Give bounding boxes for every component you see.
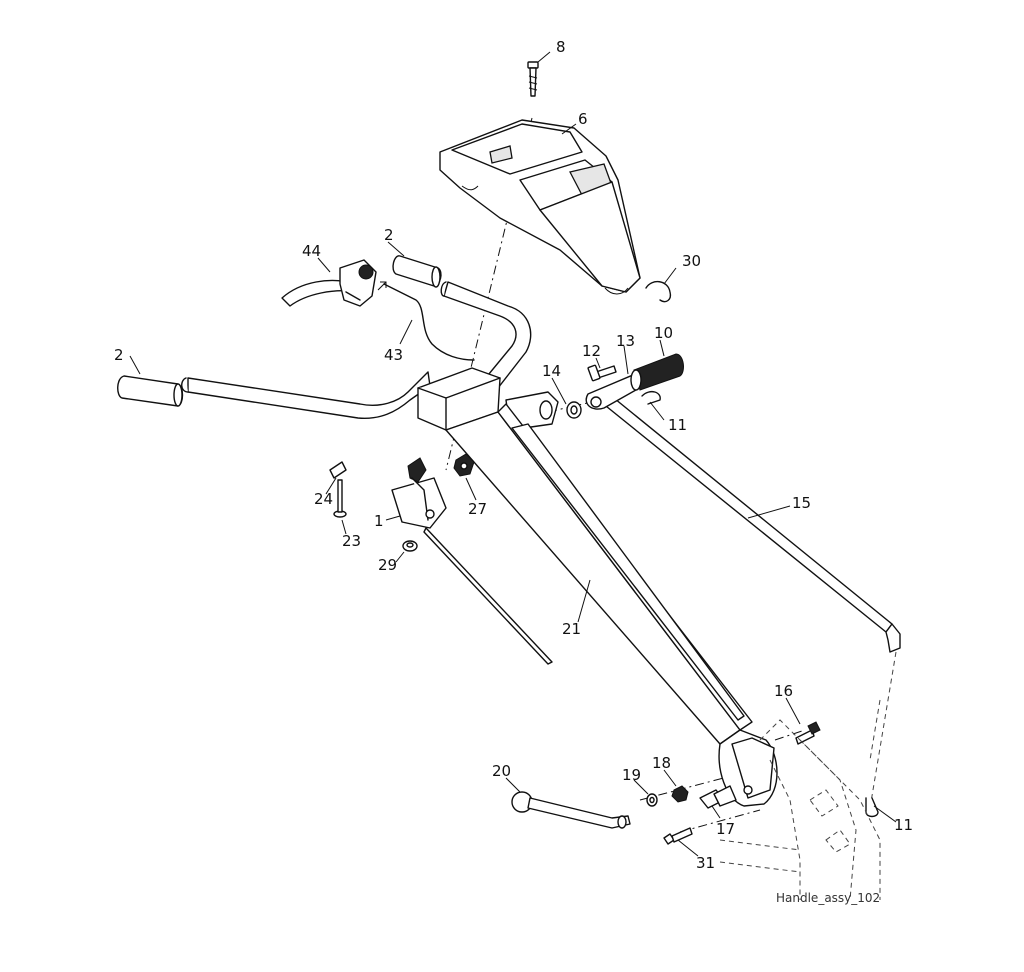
nut-part-27: [453, 453, 475, 477]
knob-part-10: [630, 353, 684, 391]
grip-part-2-right: [392, 255, 442, 288]
bolt-part-31: [663, 827, 693, 845]
alignment-line-bolt-31: [679, 809, 761, 833]
shift-rod-part-20: [511, 791, 631, 829]
callout-2-top: 2: [384, 226, 394, 244]
callout-11-lower: 11: [894, 816, 913, 834]
handle-tube-part-21: [445, 403, 778, 807]
bolt-part-12: [587, 364, 617, 382]
alignment-line-19-18: [639, 774, 736, 801]
clip-part-30: [645, 281, 672, 303]
callout-29: 29: [378, 556, 397, 574]
callout-14: 14: [542, 362, 561, 380]
bolt-part-16: [795, 721, 821, 745]
callout-13: 13: [616, 332, 635, 350]
alignment-line-16: [774, 729, 806, 741]
callout-10: 10: [654, 324, 673, 342]
callout-12: 12: [582, 342, 601, 360]
screw-part-8: [527, 61, 539, 97]
callout-23: 23: [342, 532, 361, 550]
callout-15: 15: [792, 494, 811, 512]
callout-11-upper: 11: [668, 416, 687, 434]
callout-17: 17: [716, 820, 735, 838]
callout-19: 19: [622, 766, 641, 784]
washer-part-19: [646, 793, 658, 807]
callout-30: 30: [682, 252, 701, 270]
callout-24: 24: [314, 490, 333, 508]
callout-27: 27: [468, 500, 487, 518]
callout-labels: 8 6 2 44 30 10 12 13 43 2 14 11 15 24 27…: [114, 38, 913, 872]
callout-6: 6: [578, 110, 588, 128]
callout-1: 1: [374, 512, 384, 530]
callout-8: 8: [556, 38, 566, 56]
callout-20: 20: [492, 762, 511, 780]
console-cover-part-6: [439, 119, 641, 295]
callout-44: 44: [302, 242, 321, 260]
nut-part-29: [402, 540, 418, 552]
grip-part-2-left: [117, 375, 184, 407]
lever-part-44: [281, 259, 377, 307]
screw-part-23: [333, 479, 347, 518]
figure-caption: Handle_assy_102: [776, 891, 880, 905]
callout-2-left: 2: [114, 346, 124, 364]
callout-31: 31: [696, 854, 715, 872]
clip-part-24: [329, 461, 347, 479]
callout-43: 43: [384, 346, 403, 364]
callout-21: 21: [562, 620, 581, 638]
cotter-pin-part-11-upper: [641, 390, 661, 405]
callout-16: 16: [774, 682, 793, 700]
callout-18: 18: [652, 754, 671, 772]
transmission-frame-outline: [719, 699, 881, 901]
leader-lines: [129, 51, 897, 857]
spacer-part-14: [566, 401, 582, 419]
clip-part-17: [699, 785, 737, 809]
control-bracket-part-1: [391, 457, 553, 665]
nut-part-18: [671, 785, 689, 803]
cable-part-43: [383, 283, 475, 361]
